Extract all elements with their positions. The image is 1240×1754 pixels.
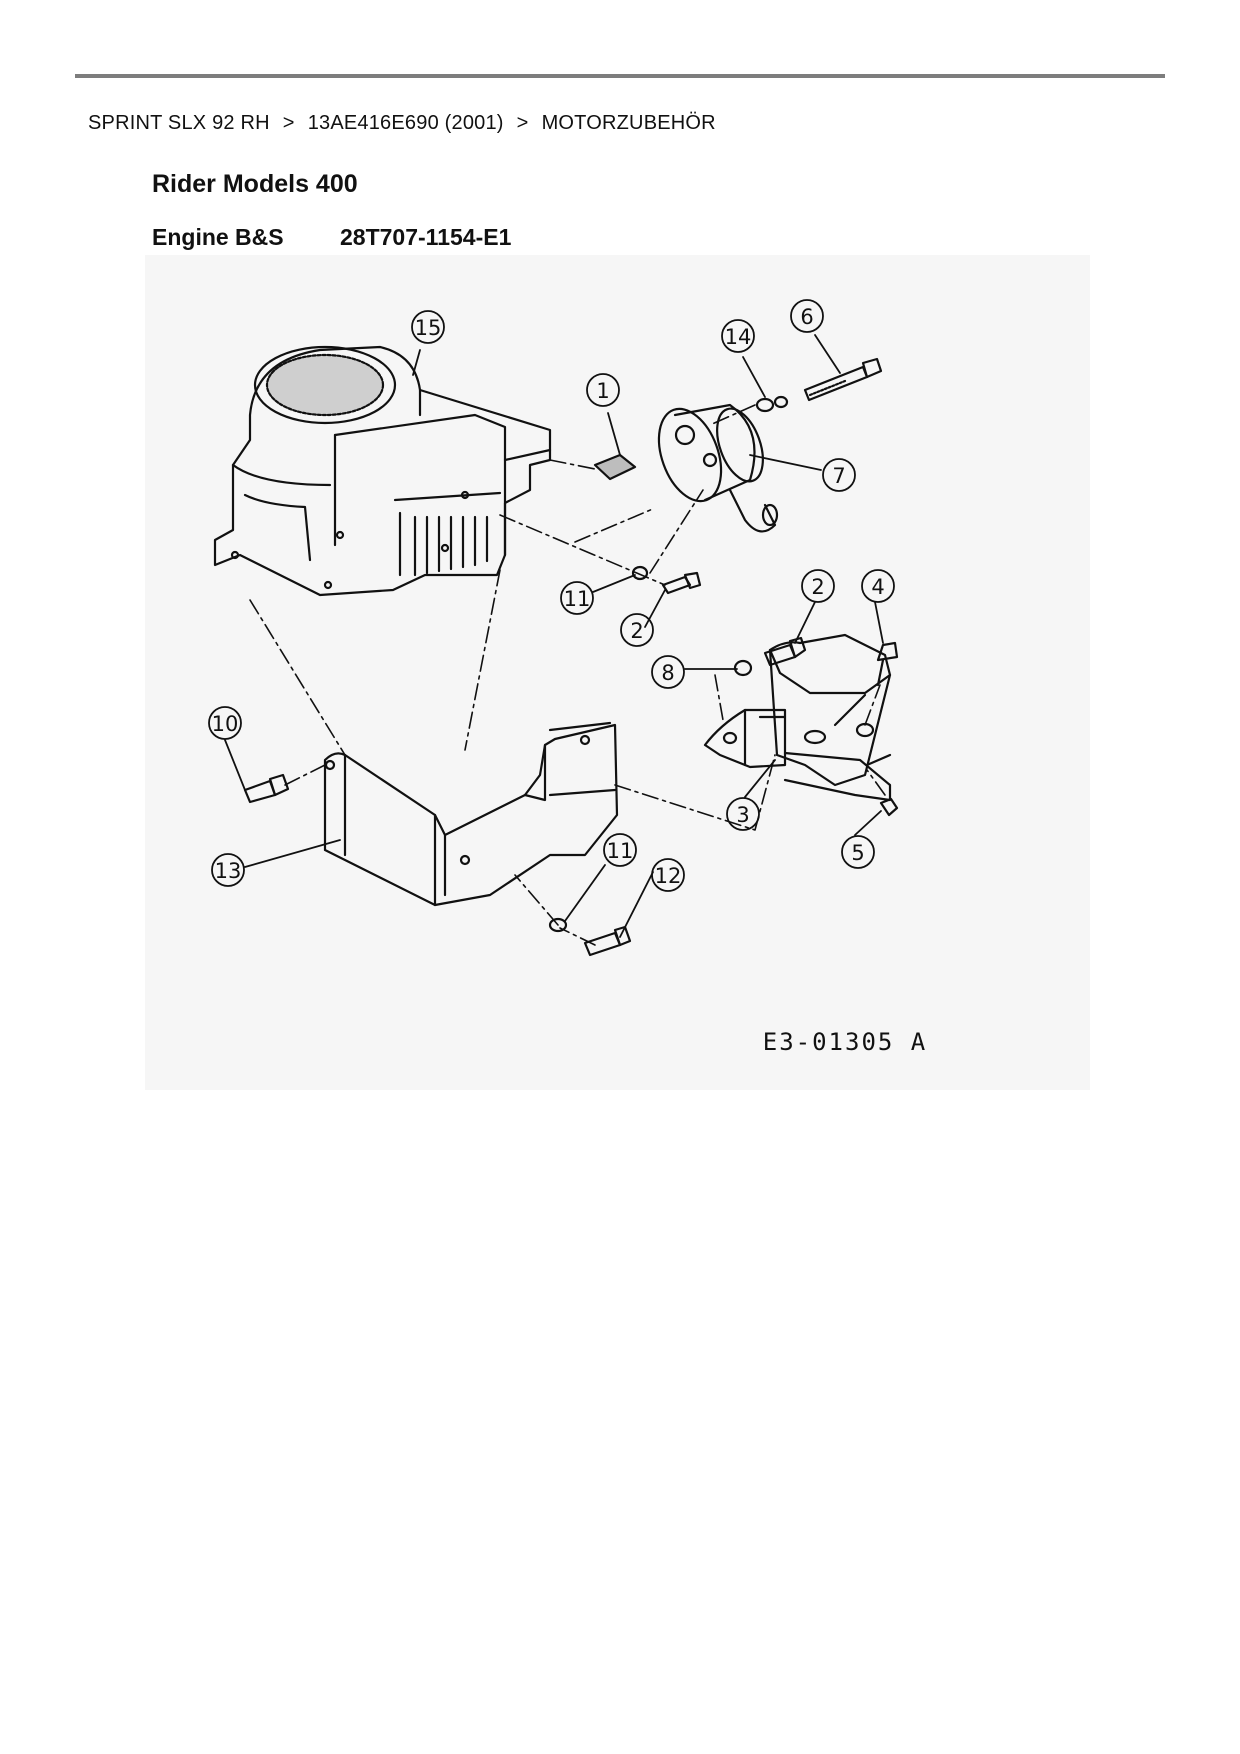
callout-2-bracket: 2 bbox=[811, 575, 824, 599]
top-rule bbox=[75, 74, 1165, 78]
callout-5: 5 bbox=[851, 841, 864, 865]
callout-4: 4 bbox=[871, 575, 884, 599]
leader-lines bbox=[224, 334, 884, 938]
callout-8: 8 bbox=[661, 661, 674, 685]
callout-11-upper: 11 bbox=[564, 587, 591, 611]
breadcrumb-item-serial[interactable]: 13AE416E690 (2001) bbox=[307, 112, 504, 134]
callout-15: 15 bbox=[415, 316, 442, 340]
callout-3: 3 bbox=[736, 803, 749, 827]
muffler-drawing bbox=[593, 403, 779, 533]
callout-6: 6 bbox=[800, 305, 813, 329]
callout-7: 7 bbox=[832, 464, 845, 488]
exploded-parts-diagram: 15 1 14 6 7 11 2 2 4 8 10 3 5 11 12 13 E… bbox=[145, 255, 1090, 1090]
engine-label: Engine B&S bbox=[152, 224, 284, 250]
callout-2-muffler: 2 bbox=[630, 619, 643, 643]
callout-circles bbox=[208, 299, 895, 892]
bracket-3-drawing bbox=[703, 633, 899, 817]
breadcrumb-item-section: MOTORZUBEHÖR bbox=[541, 112, 716, 134]
engine-drawing bbox=[213, 345, 552, 597]
shroud-13-drawing bbox=[243, 721, 632, 957]
breadcrumb: SPRINT SLX 92 RH >13AE416E690 (2001) > MOTO… bbox=[88, 112, 716, 135]
callout-10: 10 bbox=[212, 712, 239, 736]
callout-1: 1 bbox=[596, 379, 609, 403]
engine-code: 28T707-1154-E1 bbox=[340, 224, 512, 250]
fasteners-muffler bbox=[631, 565, 702, 595]
callout-11-lower: 11 bbox=[607, 839, 634, 863]
assembly-lines bbox=[249, 404, 886, 946]
callout-labels: 15 1 14 6 7 11 2 2 4 8 10 3 5 11 12 13 bbox=[212, 305, 885, 888]
figure-code: E3-01305 A bbox=[763, 1028, 928, 1056]
callout-14: 14 bbox=[725, 325, 752, 349]
breadcrumb-separator: > bbox=[282, 112, 295, 134]
bolt-6-drawing bbox=[755, 357, 883, 413]
page-title: Rider Models 400 bbox=[152, 170, 358, 198]
callout-12: 12 bbox=[655, 864, 682, 888]
callout-13: 13 bbox=[215, 859, 242, 883]
breadcrumb-item-model[interactable]: SPRINT SLX 92 RH bbox=[88, 112, 270, 134]
breadcrumb-separator: > bbox=[516, 112, 529, 134]
